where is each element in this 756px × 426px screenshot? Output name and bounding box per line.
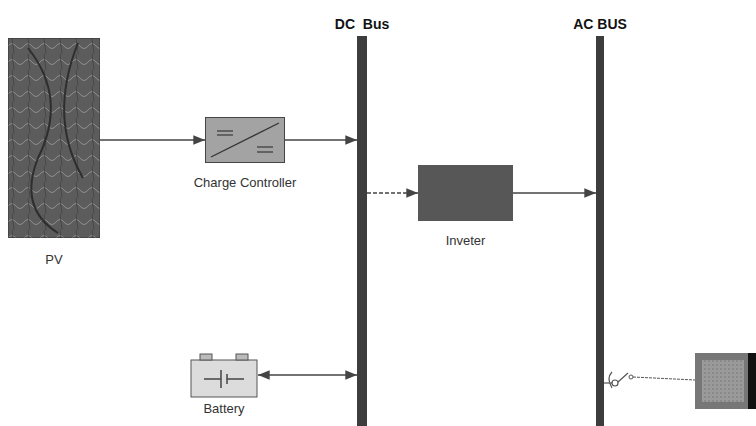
load-box — [695, 353, 756, 409]
flow-arrow — [513, 192, 596, 193]
ac-bus: AC BUS — [596, 36, 604, 426]
flow-arrow — [367, 192, 418, 193]
shape-art — [190, 352, 258, 398]
load-switch — [600, 372, 695, 388]
shape-art — [357, 36, 367, 426]
shape-art — [8, 38, 100, 238]
flow-arrow — [285, 139, 357, 140]
component-label: Charge Controller — [194, 175, 297, 190]
inverter-box: Inveter — [418, 165, 513, 221]
component-label: PV — [45, 252, 62, 267]
shape-art — [418, 165, 513, 221]
flow-arrow — [100, 139, 205, 140]
bus-label: AC BUS — [573, 16, 627, 32]
flow-arrow — [258, 374, 357, 375]
battery: Battery — [190, 352, 258, 398]
charge-controller: Charge Controller — [205, 117, 285, 163]
component-label: Inveter — [446, 233, 486, 248]
shape-art — [596, 36, 604, 426]
pv-panel: PV — [8, 38, 100, 238]
dc-bus: DC Bus — [357, 36, 367, 426]
bus-label: DC Bus — [335, 16, 389, 32]
component-label: Battery — [203, 401, 244, 416]
shape-art — [205, 117, 285, 163]
